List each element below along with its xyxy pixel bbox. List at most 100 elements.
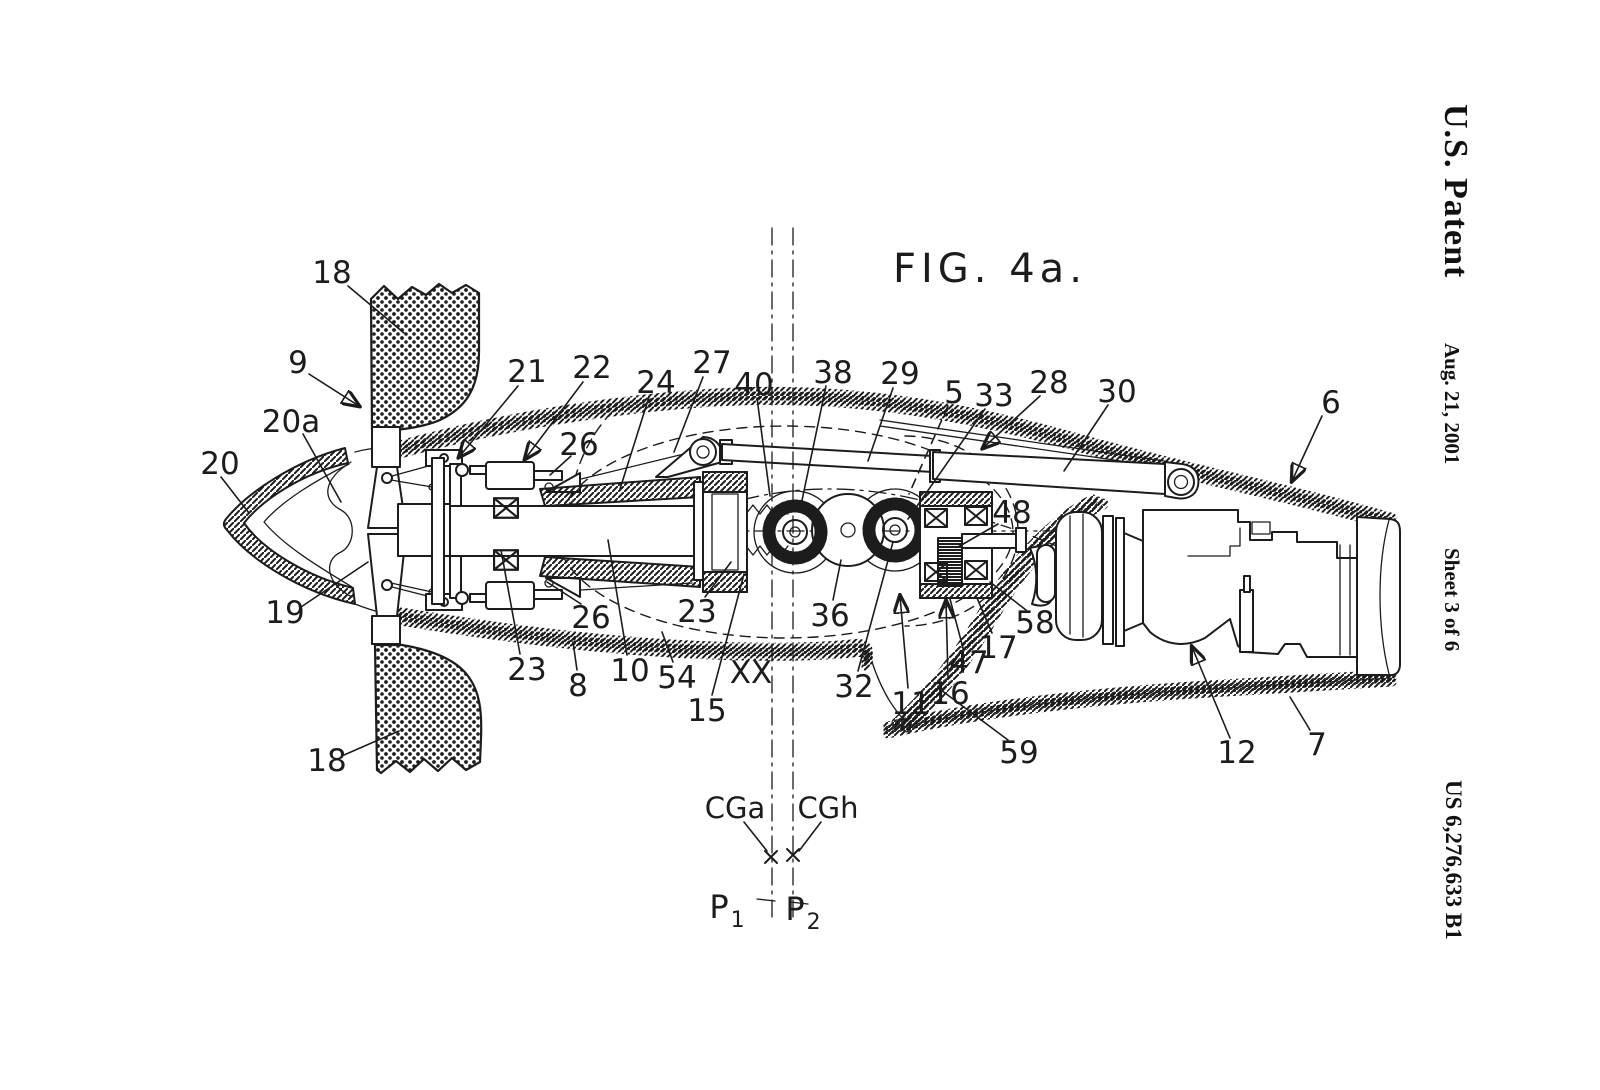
ref-numeral: 17 [978,630,1017,666]
ref-numeral: 10 [610,653,649,689]
ref-numeral: 11 [891,686,930,722]
ref-numeral: 8 [568,668,588,704]
leader-line [976,597,993,634]
ref-numeral: 23 [677,594,716,630]
leader-line [907,408,986,520]
leader-line [743,821,768,852]
leader-line [572,641,578,671]
leader-line [300,561,369,608]
leader-line [1063,404,1109,472]
ref-numeral: CGa [705,791,766,825]
spinner-cone [222,447,399,617]
leader-line [957,523,999,548]
leader-line [302,433,342,503]
ref-numeral: 18 [312,255,351,291]
ref-numeral: 20a [262,404,320,440]
leader-line [832,559,842,601]
leader-line [989,581,1027,611]
leader-line [549,455,572,476]
leader-line [673,376,704,453]
pitch-control-linkage [655,419,1200,500]
cg-x-mark-right [786,848,800,862]
leader-line [500,549,521,655]
ref-numeral: 22 [572,350,611,386]
ref-numeral: CGh [797,791,858,825]
leader-line [949,598,964,649]
leader-line [900,596,908,689]
ref-numeral: 40 [734,367,773,403]
nacelle-upper-cowl [393,391,1397,526]
figure-title: FIG. 4a. [893,246,1087,292]
ref-numeral: 12 [1217,735,1256,771]
ref-numeral: 36 [810,598,849,634]
ref-numeral: 5 [944,375,964,411]
leader-line [756,397,771,497]
ref-numeral: 54 [657,660,696,696]
cg-centerlines [756,227,809,921]
ref-numeral: 58 [1015,605,1054,641]
ref-numeral: 30 [1097,374,1136,410]
tail-cone-assembly [1029,511,1103,641]
axis-label-p1: P1 [709,888,744,933]
leader-line [1292,415,1323,481]
propeller-blade-lower [373,643,483,775]
leader-line [1289,696,1311,731]
drive-shaft [449,471,789,593]
ref-numeral: 7 [1307,727,1327,763]
ref-numeral: 48 [992,495,1031,531]
ref-numeral: 26 [559,427,598,463]
ref-numeral: 20 [200,446,239,482]
leader-line [619,396,650,490]
ref-numeral: 27 [692,345,731,381]
gear-train [753,488,937,574]
leader-line [711,573,745,696]
leader-line [798,821,822,852]
ref-numeral: 6 [1321,385,1341,421]
ref-numeral: 24 [636,365,675,401]
leader-line [940,689,1009,741]
spinner-inner-bracket [327,461,353,598]
leader-line [946,601,948,679]
propeller-blade-upper [369,282,481,432]
aft-lower-skin [883,674,1397,734]
leader-line [546,581,582,605]
ref-numeral: 38 [813,355,852,391]
ref-numeral: 18 [307,743,346,779]
leader-line [799,385,827,511]
ref-numeral: 9 [288,345,308,381]
ref-numeral: 19 [265,595,304,631]
ref-numeral: 29 [880,356,919,392]
leader-line [661,631,674,663]
pitch-actuator-lower [455,577,693,610]
ref-numeral: 28 [1029,365,1068,401]
axis-label-p2: P2 [785,890,820,935]
ref-numeral: 33 [974,378,1013,414]
leader-line [607,539,628,656]
ref-numeral: 21 [507,354,546,390]
ref-numeral: 16 [930,676,969,712]
engine-block [1102,509,1401,677]
cg-x-mark-left [764,850,778,864]
ref-numeral: XX [730,655,772,691]
ref-numeral: 23 [507,652,546,688]
leader-line [867,387,894,462]
leader-line [220,476,250,514]
leader-lines [220,285,1323,852]
leader-line [459,385,519,457]
ref-numeral: 26 [571,600,610,636]
leader-line [704,561,732,598]
hub-assembly [367,426,463,645]
leader-line [343,730,400,756]
leader-line [308,373,359,406]
reduction-gearbox [919,491,1027,599]
ref-numeral: 59 [999,735,1038,771]
ref-numeral: 15 [687,693,726,729]
ref-numeral: 32 [834,669,873,705]
leader-line [908,405,949,495]
leader-line [525,381,584,459]
leader-line [983,395,1041,448]
leader-line [347,285,405,334]
